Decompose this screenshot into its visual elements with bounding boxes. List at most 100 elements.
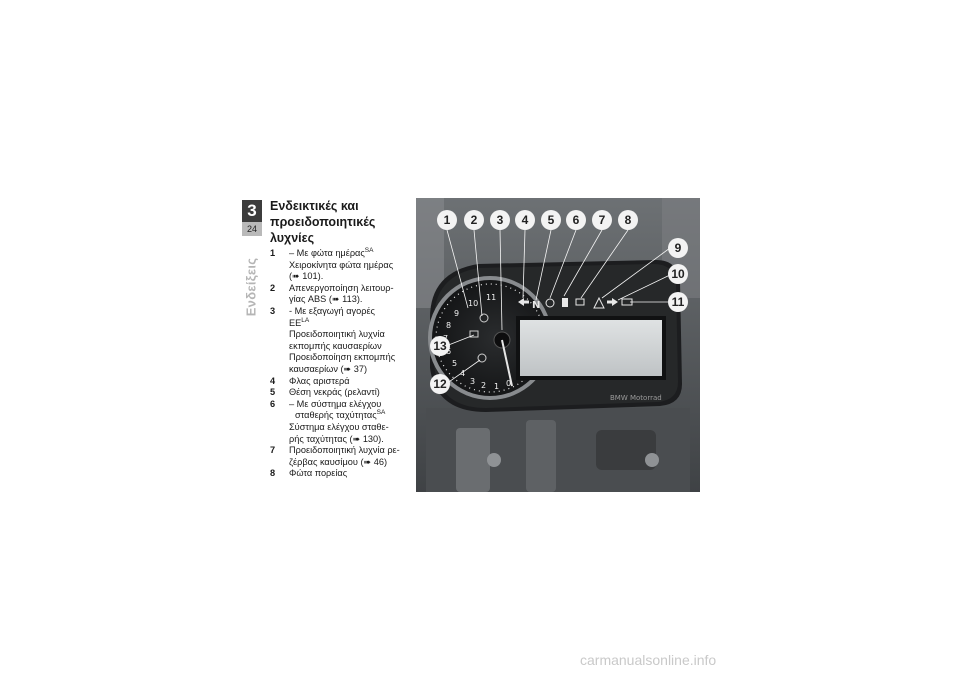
svg-text:11: 11 xyxy=(486,293,496,302)
brand-label: BMW Motorrad xyxy=(610,394,662,402)
callout-number: 6 xyxy=(566,210,586,230)
item-line: καυσαερίων (➠ 37) xyxy=(289,364,412,376)
callout-number: 3 xyxy=(490,210,510,230)
item-line-text: ΕΕ xyxy=(289,317,302,328)
callout-number: 13 xyxy=(430,336,450,356)
indicator-item: 5 Θέση νεκράς (ρελαντί) xyxy=(270,387,412,399)
item-line-text: Προειδοποίηση εκπομπής xyxy=(289,352,396,363)
chapter-side-title: Ενδείξεις xyxy=(243,257,259,317)
indicator-item: 8 Φώτα πορείας xyxy=(270,468,412,480)
svg-text:9: 9 xyxy=(454,309,459,318)
callout-number: 5 xyxy=(541,210,561,230)
item-line-text: σταθερής ταχύτητας xyxy=(295,410,377,421)
item-line-text: γίας ABS (➠ 113). xyxy=(289,294,363,305)
item-number: 3 xyxy=(270,305,276,316)
item-line-text: Προειδοποιητική λυχνία ρε- xyxy=(289,445,400,456)
callout-number: 11 xyxy=(668,292,688,312)
item-line: Προειδοποίηση εκπομπής xyxy=(289,352,412,364)
item-line: Φώτα πορείας xyxy=(289,468,412,480)
item-line: Σύστημα ελέγχου σταθε- xyxy=(289,422,412,434)
item-line-text: Φώτα πορείας xyxy=(289,468,348,479)
instrument-cluster-illustration: 11 10 9 8 7 6 5 4 3 2 1 0 N xyxy=(416,198,700,492)
indicator-item: 4 Φλας αριστερά xyxy=(270,376,412,388)
svg-text:1: 1 xyxy=(494,382,499,391)
callout-number: 1 xyxy=(437,210,457,230)
item-number: 1 xyxy=(270,248,276,258)
item-superscript: LA xyxy=(301,316,310,324)
item-number: 6 xyxy=(270,398,276,409)
callout-number: 10 xyxy=(668,264,688,284)
svg-text:6: 6 xyxy=(446,347,451,356)
instrument-cluster-photo: 11 10 9 8 7 6 5 4 3 2 1 0 N xyxy=(416,198,700,492)
lcd-display xyxy=(520,320,662,376)
item-line: ζέρβας καυσίμου (➠ 46) xyxy=(289,457,412,469)
item-number: 4 xyxy=(270,375,276,386)
item-description: Φώτα πορείας xyxy=(289,468,412,480)
item-number: 5 xyxy=(270,387,276,398)
chapter-number: 3 xyxy=(242,200,262,222)
turn-left-icon xyxy=(518,298,529,306)
svg-text:2: 2 xyxy=(481,381,486,390)
svg-text:3: 3 xyxy=(470,377,475,386)
item-line-text: – Με σύστημα ελέγχου xyxy=(289,398,382,409)
item-description: Απενεργοποίηση λειτουρ-γίας ABS (➠ 113). xyxy=(289,283,412,306)
item-line: εκπομπής καυσαερίων xyxy=(289,341,412,353)
item-line: Φλας αριστερά xyxy=(289,376,412,388)
item-line-text: ζέρβας καυσίμου (➠ 46) xyxy=(289,456,388,467)
item-superscript: SA xyxy=(376,409,386,417)
svg-text:4: 4 xyxy=(460,369,465,378)
item-line-text: Θέση νεκράς (ρελαντί) xyxy=(289,387,380,398)
item-line: ΕΕLA xyxy=(289,316,412,330)
callout-number: 7 xyxy=(592,210,612,230)
item-line: - Με εξαγωγή αγορές xyxy=(289,306,412,318)
chapter-tab: 3 24 xyxy=(242,200,262,236)
item-description: Προειδοποιητική λυχνία ρε-ζέρβας καυσίμο… xyxy=(289,445,412,468)
item-line-text: εκπομπής καυσαερίων xyxy=(289,340,382,351)
item-line-text: - Με εξαγωγή αγορές xyxy=(289,305,375,316)
page-number: 24 xyxy=(242,222,262,236)
svg-text:5: 5 xyxy=(452,359,457,368)
tach-scale: 11 10 9 8 7 6 5 4 3 2 1 0 xyxy=(443,293,511,391)
svg-text:0: 0 xyxy=(506,379,511,388)
fuel-icon xyxy=(562,298,568,307)
item-line: (➠ 101). xyxy=(289,271,412,283)
cruise-control-icon xyxy=(545,298,555,308)
callout-number: 8 xyxy=(618,210,638,230)
item-number: 7 xyxy=(270,445,276,456)
item-line: – Με σύστημα ελέγχου xyxy=(289,399,412,411)
item-line-text: (➠ 101). xyxy=(289,271,324,282)
item-line-text: Φλας αριστερά xyxy=(289,375,350,386)
item-description: Θέση νεκράς (ρελαντί) xyxy=(289,387,412,399)
warning-icon xyxy=(593,296,605,309)
item-line: Απενεργοποίηση λειτουρ- xyxy=(289,283,412,295)
item-line-text: ρής ταχύτητας (➠ 130). xyxy=(289,433,384,444)
item-line-text: καυσαερίων (➠ 37) xyxy=(289,363,368,374)
item-description: Φλας αριστερά xyxy=(289,376,412,388)
callout-number: 2 xyxy=(464,210,484,230)
item-number: 8 xyxy=(270,468,276,479)
item-superscript: SA xyxy=(364,247,374,254)
callout-number: 4 xyxy=(515,210,535,230)
indicator-strip: N xyxy=(518,296,633,311)
svg-text:10: 10 xyxy=(468,299,478,308)
item-line: σταθερής ταχύτηταςSA xyxy=(289,410,412,422)
item-line-text: Σύστημα ελέγχου σταθε- xyxy=(289,421,389,432)
item-line: Προειδοποιητική λυχνία ρε- xyxy=(289,445,412,457)
item-line: Θέση νεκράς (ρελαντί) xyxy=(289,387,412,399)
watermark: carmanualsonline.info xyxy=(580,652,717,668)
item-line: Προειδοποιητική λυχνία xyxy=(289,329,412,341)
light-icon xyxy=(575,298,585,306)
callout-number: 12 xyxy=(430,374,450,394)
item-line: γίας ABS (➠ 113). xyxy=(289,294,412,306)
item-line-text: – Με φώτα ημέρας xyxy=(289,248,365,258)
svg-text:N: N xyxy=(532,300,540,311)
indicator-item: 7 Προειδοποιητική λυχνία ρε-ζέρβας καυσίμ… xyxy=(270,445,412,468)
